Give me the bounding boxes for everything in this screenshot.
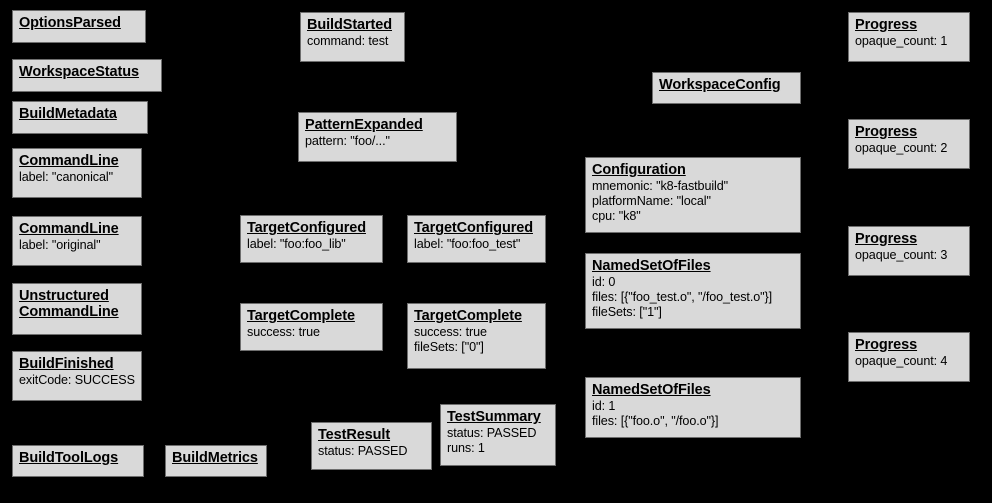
event-node-properties: opaque_count: 2 (855, 141, 963, 156)
event-node-title: Configuration (592, 162, 686, 178)
event-node-property: cpu: "k8" (592, 209, 641, 223)
event-node-properties: command: test (307, 34, 398, 49)
event-node-title: BuildMetadata (19, 106, 117, 122)
event-node-properties: label: "canonical" (19, 170, 135, 185)
event-node-title: CommandLine (19, 153, 119, 169)
event-node-title: PatternExpanded (305, 117, 423, 133)
event-node-property: opaque_count: 3 (855, 248, 948, 262)
event-node-properties: exitCode: SUCCESS (19, 373, 135, 388)
event-node-property: fileSets: ["0"] (414, 340, 484, 354)
event-node-property: label: "original" (19, 238, 101, 252)
event-node-property: command: test (307, 34, 389, 48)
event-node-build-metadata[interactable]: BuildMetadata (12, 101, 148, 134)
event-node-properties: status: PASSED (318, 444, 425, 459)
event-node-unstructured-command-line[interactable]: Unstructured CommandLine (12, 283, 142, 335)
event-node-title: BuildToolLogs (19, 450, 119, 466)
event-node-property: success: true (414, 325, 487, 339)
event-node-properties: opaque_count: 3 (855, 248, 963, 263)
event-node-property: files: [{"foo.o", "/foo.o"}] (592, 414, 719, 428)
event-node-property: pattern: "foo/..." (305, 134, 390, 148)
event-node-title: WorkspaceConfig (659, 77, 781, 93)
event-node-property: files: [{"foo_test.o", "/foo_test.o"}] (592, 290, 773, 304)
event-node-property: platformName: "local" (592, 194, 711, 208)
event-node-title: Progress (855, 124, 918, 140)
event-node-title: Progress (855, 17, 918, 33)
event-node-title: BuildMetrics (172, 450, 258, 466)
event-node-property: status: PASSED (447, 426, 537, 440)
event-node-title: TargetComplete (247, 308, 355, 324)
event-node-title: TargetComplete (414, 308, 522, 324)
event-node-properties: pattern: "foo/..." (305, 134, 450, 149)
event-node-properties: label: "original" (19, 238, 135, 253)
event-node-property: id: 1 (592, 399, 616, 413)
event-node-properties: label: "foo:foo_lib" (247, 237, 376, 252)
event-node-property: runs: 1 (447, 441, 485, 455)
event-node-title: BuildFinished (19, 356, 114, 372)
event-node-properties: opaque_count: 1 (855, 34, 963, 49)
event-node-property: label: "canonical" (19, 170, 113, 184)
event-node-workspace-status[interactable]: WorkspaceStatus (12, 59, 162, 92)
event-node-title: OptionsParsed (19, 15, 121, 31)
event-node-property: opaque_count: 1 (855, 34, 948, 48)
event-node-property: opaque_count: 4 (855, 354, 948, 368)
event-node-title: TestSummary (447, 409, 541, 425)
event-node-title: BuildStarted (307, 17, 393, 33)
event-node-build-tool-logs[interactable]: BuildToolLogs (12, 445, 144, 477)
event-node-properties: success: true (247, 325, 376, 340)
event-node-build-metrics[interactable]: BuildMetrics (165, 445, 267, 477)
event-node-title: NamedSetOfFiles (592, 258, 711, 274)
event-node-property: opaque_count: 2 (855, 141, 948, 155)
event-node-property: label: "foo:foo_test" (414, 237, 521, 251)
event-node-properties: label: "foo:foo_test" (414, 237, 539, 252)
event-node-title: Progress (855, 231, 918, 247)
event-node-properties: opaque_count: 4 (855, 354, 963, 369)
event-node-title: Progress (855, 337, 918, 353)
event-node-options-parsed[interactable]: OptionsParsed (12, 10, 146, 43)
event-node-property: fileSets: ["1"] (592, 305, 662, 319)
event-node-property: exitCode: SUCCESS (19, 373, 135, 387)
event-node-property: mnemonic: "k8-fastbuild" (592, 179, 729, 193)
event-node-title: TestResult (318, 427, 391, 443)
event-node-title: WorkspaceStatus (19, 64, 139, 80)
event-node-workspace-config[interactable]: WorkspaceConfig (652, 72, 801, 104)
event-node-title: TargetConfigured (414, 220, 533, 236)
event-node-property: success: true (247, 325, 320, 339)
event-node-title: Unstructured CommandLine (19, 288, 119, 320)
event-node-property: label: "foo:foo_lib" (247, 237, 346, 251)
event-node-title: NamedSetOfFiles (592, 382, 711, 398)
event-node-title: CommandLine (19, 221, 119, 237)
event-node-properties: mnemonic: "k8-fastbuild"platformName: "l… (592, 179, 794, 224)
event-node-property: status: PASSED (318, 444, 408, 458)
event-node-title: TargetConfigured (247, 220, 366, 236)
event-node-property: id: 0 (592, 275, 616, 289)
